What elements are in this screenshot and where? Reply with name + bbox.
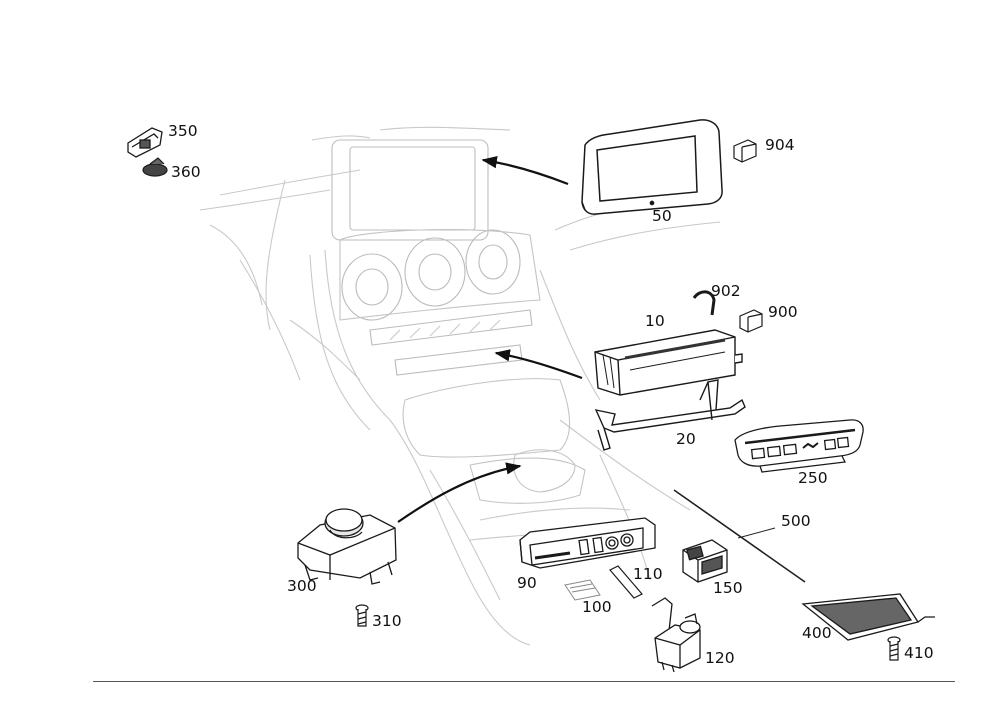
- callout-100: 100: [582, 598, 612, 616]
- part-50-display: [581, 119, 723, 215]
- arrow-head-unit: [494, 349, 583, 380]
- part-120-selector: [651, 597, 701, 673]
- part-400-mat: [801, 593, 935, 641]
- callout-360: 360: [171, 163, 201, 181]
- arrow-display: [481, 156, 569, 186]
- callout-400: 400: [802, 624, 832, 642]
- part-310-screw: [355, 604, 369, 627]
- part-250-control-panel: [734, 419, 864, 473]
- callout-250: 250: [798, 469, 828, 487]
- part-100-label-sheet: [564, 579, 601, 601]
- callout-90: 90: [517, 574, 537, 592]
- assembly-arrows: [397, 156, 583, 523]
- part-904-connector: [733, 139, 757, 163]
- part-902-cable: [692, 290, 716, 316]
- callout-10: 10: [645, 312, 665, 330]
- part-90-switch-panel: [519, 517, 656, 569]
- callout-904: 904: [765, 136, 795, 154]
- callout-150: 150: [713, 579, 743, 597]
- callout-110: 110: [633, 565, 663, 583]
- callout-50: 50: [652, 207, 672, 225]
- part-300-controller: [297, 508, 397, 585]
- callout-350: 350: [168, 122, 198, 140]
- part-360-clip: [142, 157, 168, 177]
- part-900-connector: [739, 309, 763, 333]
- callout-902: 902: [711, 282, 741, 300]
- part-20-bracket: [594, 379, 746, 451]
- callout-120: 120: [705, 649, 735, 667]
- callout-500: 500: [781, 512, 811, 530]
- leader-line-500: [673, 489, 806, 583]
- leader-line-500-label: [737, 527, 776, 539]
- arrow-controller: [397, 462, 522, 523]
- callout-410: 410: [904, 644, 934, 662]
- part-10-head-unit: [594, 329, 743, 396]
- part-410-screw: [887, 636, 901, 661]
- dashboard-ghost-outline: [199, 126, 721, 646]
- callout-300: 300: [287, 577, 317, 595]
- part-110-trim-strip: [609, 565, 643, 599]
- callout-900: 900: [768, 303, 798, 321]
- bottom-rule: [93, 681, 955, 682]
- callout-310: 310: [372, 612, 402, 630]
- callout-20: 20: [676, 430, 696, 448]
- part-350-connector: [127, 127, 163, 158]
- part-150-socket: [682, 539, 728, 583]
